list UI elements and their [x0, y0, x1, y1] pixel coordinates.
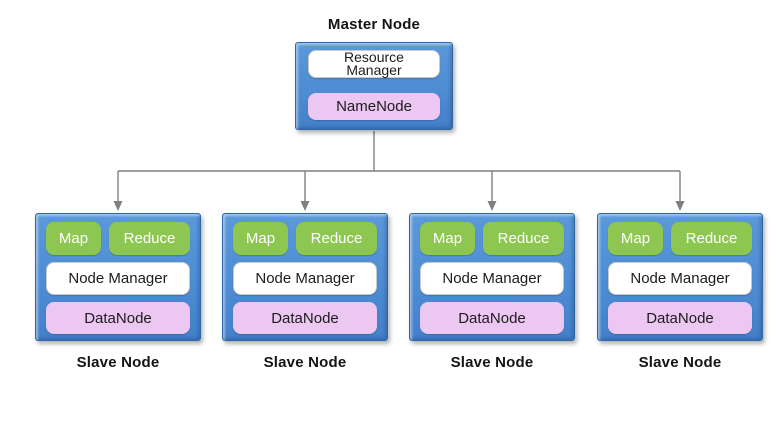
- map-reduce-row: Map Reduce: [420, 222, 564, 255]
- datanode-box: DataNode: [608, 302, 752, 334]
- slave-node-label: Slave Node: [638, 354, 722, 371]
- slave-node-label: Slave Node: [263, 354, 347, 371]
- slave-node-label: Slave Node: [76, 354, 160, 371]
- slave-node-box: Map Reduce Node Manager DataNode: [222, 213, 388, 341]
- map-box: Map: [233, 222, 288, 255]
- slave-node-box: Map Reduce Node Manager DataNode: [35, 213, 201, 341]
- slave-node-box: Map Reduce Node Manager DataNode: [597, 213, 763, 341]
- map-box: Map: [608, 222, 663, 255]
- datanode-box: DataNode: [46, 302, 190, 334]
- reduce-box: Reduce: [483, 222, 564, 255]
- map-reduce-row: Map Reduce: [46, 222, 190, 255]
- reduce-box: Reduce: [109, 222, 190, 255]
- arrow-down-icon: [300, 201, 310, 211]
- map-reduce-row: Map Reduce: [608, 222, 752, 255]
- datanode-box: DataNode: [420, 302, 564, 334]
- arrow-down-icon: [113, 201, 123, 211]
- resource-manager-line2: Manager: [346, 62, 402, 78]
- slave-node-box: Map Reduce Node Manager DataNode: [409, 213, 575, 341]
- master-node-label: Master Node: [327, 16, 421, 33]
- node-manager-box: Node Manager: [420, 262, 564, 295]
- node-manager-box: Node Manager: [608, 262, 752, 295]
- resource-manager-box: Resource Manager: [308, 50, 440, 78]
- map-reduce-row: Map Reduce: [233, 222, 377, 255]
- slave-node-label: Slave Node: [450, 354, 534, 371]
- reduce-box: Reduce: [671, 222, 752, 255]
- node-manager-box: Node Manager: [233, 262, 377, 295]
- namenode-box: NameNode: [308, 93, 440, 120]
- reduce-box: Reduce: [296, 222, 377, 255]
- datanode-box: DataNode: [233, 302, 377, 334]
- arrow-down-icon: [675, 201, 685, 211]
- map-box: Map: [46, 222, 101, 255]
- map-box: Map: [420, 222, 475, 255]
- arrow-down-icon: [487, 201, 497, 211]
- node-manager-box: Node Manager: [46, 262, 190, 295]
- resource-manager-line1: Resource: [344, 49, 404, 65]
- master-node-box: Resource Manager NameNode: [295, 42, 453, 130]
